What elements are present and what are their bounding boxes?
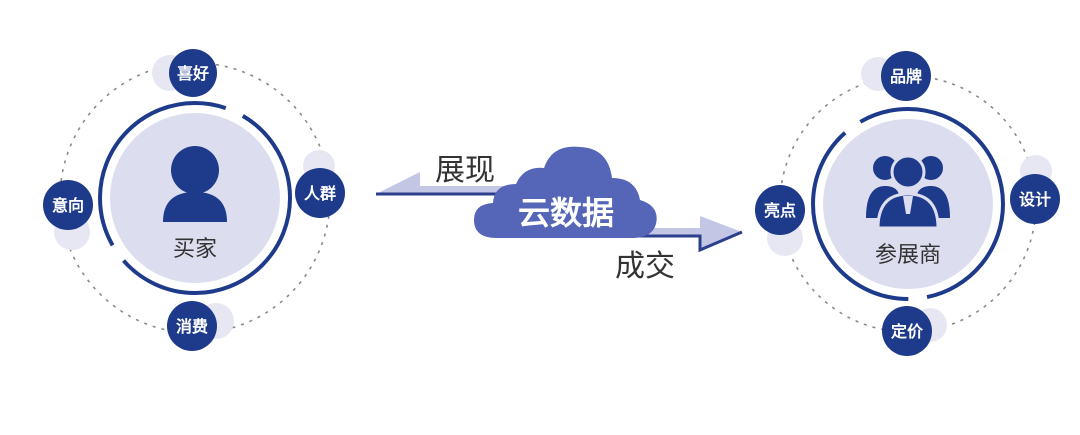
buyer-satellite-right-label: 人群 [304, 184, 336, 203]
exhibitor-label: 参展商 [875, 243, 941, 268]
arrow-top-label: 展现 [435, 153, 495, 188]
buyer-label: 买家 [173, 237, 217, 262]
cloud-shape [474, 146, 657, 238]
buyer-node: 买家 喜好 人群 消费 意向 [43, 49, 345, 351]
group-icon [866, 154, 950, 230]
exhibitor-outer-ring [811, 107, 1005, 301]
person-icon [163, 146, 227, 222]
exhibitor-satellite-right: 设计 [1010, 155, 1060, 224]
exhibitor-satellite-right-label: 设计 [1019, 190, 1051, 209]
buyer-satellite-top: 喜好 [152, 49, 217, 97]
exhibitor-node: 参展商 品牌 设计 定价 亮点 [755, 51, 1060, 356]
buyer-satellite-top-label: 喜好 [177, 64, 209, 83]
buyer-satellite-left-label: 意向 [52, 196, 84, 215]
buyer-satellite-left: 意向 [43, 180, 93, 250]
buyer-satellite-bottom: 消费 [167, 301, 234, 351]
exhibitor-satellite-left: 亮点 [755, 185, 805, 256]
data-flow: 展现 成交 云数据 [376, 146, 743, 284]
buyer-outer-ring [98, 101, 292, 295]
exhibitor-satellite-bottom-label: 定价 [890, 322, 924, 341]
exhibitor-satellite-bottom: 定价 [882, 306, 947, 356]
buyer-satellite-bottom-label: 消费 [176, 317, 208, 336]
exhibitor-satellite-top: 品牌 [861, 51, 931, 101]
exhibitor-satellite-top-label: 品牌 [890, 67, 922, 86]
buyer-satellite-right: 人群 [295, 150, 345, 218]
cloud-label: 云数据 [518, 194, 614, 232]
arrow-bottom-label: 成交 [615, 249, 675, 284]
exhibitor-satellite-left-label: 亮点 [764, 201, 796, 220]
